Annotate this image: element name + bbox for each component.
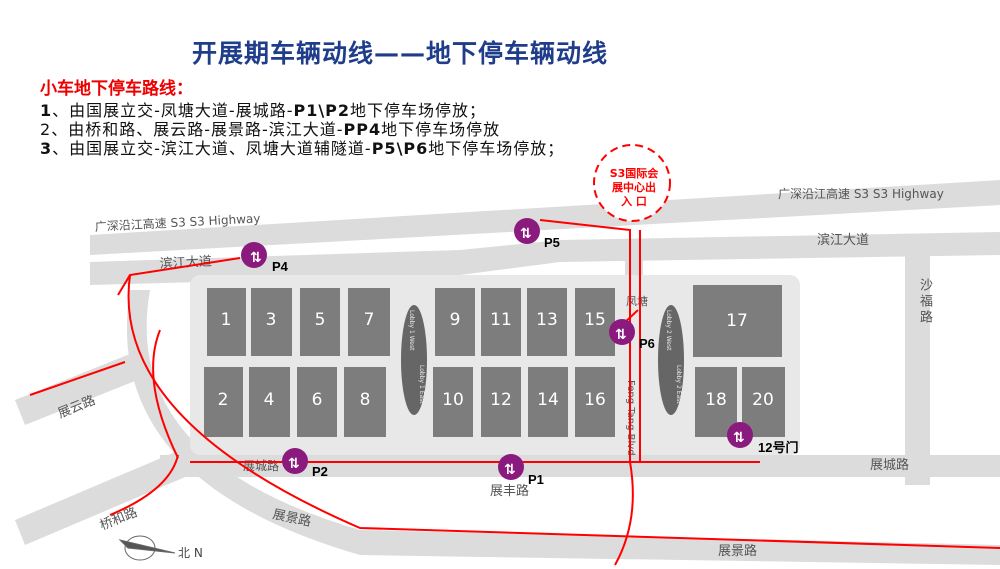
parking-icon — [241, 242, 267, 268]
zhanjing-label-left: 展景路 — [271, 506, 312, 530]
callout-line-3: 入 口 — [621, 195, 647, 208]
hall-12: 12 — [490, 390, 512, 410]
zhanjing-label-right: 展景路 — [718, 543, 757, 559]
s3-highway — [90, 180, 1000, 255]
hall-2: 2 — [218, 390, 229, 410]
lobby-1-west: Lobby 1 West — [408, 310, 415, 351]
hall-3: 3 — [266, 310, 277, 330]
parking-icon — [282, 448, 308, 474]
shafu-road — [905, 255, 930, 485]
s3-entrance-callout: S3国际会 展中心出 入 口 — [593, 144, 671, 222]
hall-13: 13 — [536, 310, 558, 330]
route-2: 2、由桥和路、展云路-展景路-滨江大道-PP4地下停车场停放 — [40, 120, 501, 139]
svg-text:⇅: ⇅ — [520, 226, 532, 242]
hall-18: 18 — [705, 390, 727, 410]
callout-line-2: 展中心出 — [611, 180, 656, 194]
svg-text:P1: P1 — [528, 472, 544, 487]
svg-text:P4: P4 — [272, 259, 289, 274]
shafu-label: 沙福路 — [917, 278, 932, 326]
route-3: 3、由国展立交-滨江大道、凤塘大道辅隧道-P5\P6地下停车场停放； — [40, 139, 565, 158]
parking-gate-12[interactable]: ⇅ 12号门 — [727, 422, 798, 455]
hall-20: 20 — [752, 390, 774, 410]
parking-icon — [727, 422, 753, 448]
hall-5: 5 — [315, 310, 326, 330]
qiaohe-road — [15, 450, 190, 545]
parking-p5[interactable]: ⇅ P5 — [514, 218, 560, 250]
venue-ground — [190, 275, 800, 455]
parking-p2[interactable]: ⇅ P2 — [282, 448, 328, 479]
zhanfeng-label: 展丰路 — [490, 483, 529, 499]
parking-icon — [609, 319, 635, 345]
zhancheng-road — [160, 455, 1000, 477]
compass-icon — [118, 535, 176, 561]
svg-text:⇅: ⇅ — [504, 462, 516, 478]
fengtang-cn-label: 凤塘 — [626, 294, 648, 308]
parking-p4[interactable]: ⇅ P4 — [241, 242, 289, 274]
hall-4: 4 — [264, 390, 275, 410]
section-heading: 小车地下停车路线： — [40, 79, 193, 99]
svg-text:P2: P2 — [312, 464, 328, 479]
lobby-1-east: Lobby 1 East — [418, 365, 425, 404]
hall-15: 15 — [584, 310, 606, 330]
parking-p6[interactable]: ⇅ P6 — [609, 319, 655, 351]
zhancheng-label-left: 展城路 — [243, 458, 279, 473]
compass-label: 北 N — [178, 546, 203, 560]
hall-14: 14 — [537, 390, 559, 410]
hall-17: 17 — [726, 311, 748, 331]
vehicle-routes — [29, 219, 1000, 566]
hall-1: 1 — [221, 310, 232, 330]
zhancheng-label-right: 展城路 — [870, 457, 909, 473]
lobby-2-east: Lobby 2 East — [675, 365, 682, 404]
hall-6: 6 — [312, 390, 323, 410]
parking-markers: ⇅ P4 ⇅ P5 ⇅ P6 ⇅ P2 ⇅ P1 ⇅ 12号门 — [241, 218, 798, 487]
hall-11: 11 — [490, 310, 512, 330]
hall-9: 9 — [450, 310, 461, 330]
hall-7: 7 — [364, 310, 375, 330]
parking-icon — [514, 218, 540, 244]
svg-text:⇅: ⇅ — [250, 250, 262, 266]
svg-text:⇅: ⇅ — [288, 456, 300, 472]
parking-icon — [498, 454, 524, 480]
parking-p1[interactable]: ⇅ P1 — [498, 454, 544, 487]
route-1: 1、由国展立交-凤塘大道-展城路-P1\P2地下停车场停放； — [40, 101, 487, 120]
binjiang-road — [90, 232, 1000, 285]
callout-line-1: S3国际会 — [610, 166, 660, 180]
svg-text:⇅: ⇅ — [615, 327, 627, 343]
hall-10: 10 — [442, 390, 464, 410]
svg-text:⇅: ⇅ — [733, 430, 745, 446]
hall-8: 8 — [360, 390, 371, 410]
hall-16: 16 — [584, 390, 606, 410]
svg-text:12号门: 12号门 — [758, 440, 798, 455]
zhanyun-road — [15, 350, 150, 425]
page-title: 开展期车辆动线——地下停车辆动线 — [191, 39, 608, 68]
svg-text:P6: P6 — [639, 336, 655, 351]
binjiang-label-right: 滨江大道 — [817, 232, 869, 248]
highway-label-right: 广深沿江高速 S3 S3 Highway — [778, 186, 944, 201]
binjiang-label-left: 滨江大道 — [159, 253, 212, 272]
lobby-2-west: Lobby 2 West — [665, 310, 672, 351]
halls — [204, 285, 785, 437]
svg-text:P5: P5 — [544, 235, 560, 250]
